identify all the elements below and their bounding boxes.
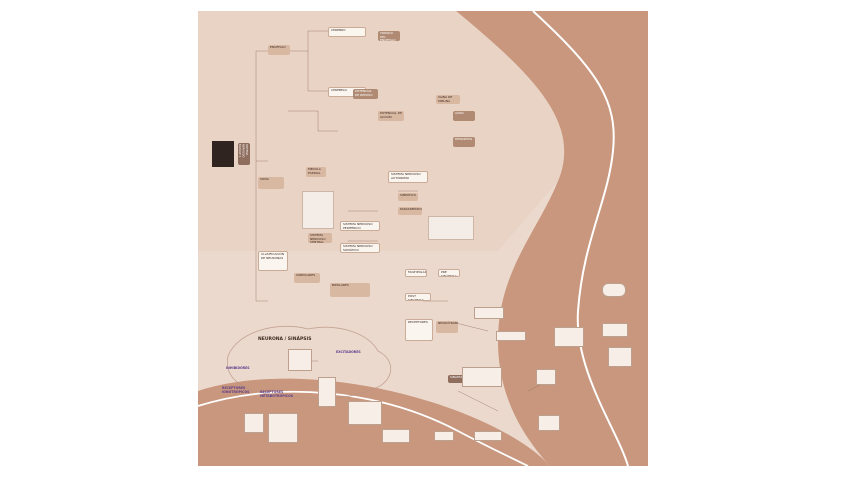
cloud-note bbox=[602, 283, 626, 297]
node-encefalo: ENCÉFALO bbox=[268, 45, 290, 55]
note-box bbox=[496, 331, 526, 341]
node-snc: SISTEMA NERVIOSO CENTRAL bbox=[308, 233, 332, 243]
purple-label bbox=[496, 281, 497, 285]
concept-map-canvas: SISTEMA NERVIOSO BLOQUE 1 ENCÉFALO CEREB… bbox=[198, 11, 648, 466]
note-box bbox=[554, 327, 584, 347]
node-tronco: TRONCO DEL ENCÉFALO bbox=[378, 31, 400, 41]
node-potencial-reposo: POTENCIAL DE REPOSO bbox=[353, 89, 378, 99]
node-mielina: VAINA DE MIELINA bbox=[436, 95, 460, 104]
body-illustration bbox=[302, 191, 334, 229]
node-simpatico: SIMPÁTICO bbox=[398, 193, 418, 201]
node-dendritas: DENDRITAS bbox=[453, 137, 475, 147]
note-box bbox=[318, 377, 336, 407]
node-multipolares: MULTIPOLARES bbox=[405, 269, 427, 277]
note-box bbox=[474, 307, 504, 319]
neuron-illustration bbox=[428, 216, 474, 240]
node-cerebro: CEREBRO bbox=[328, 27, 366, 37]
node-axon: AXÓN bbox=[453, 111, 475, 121]
node-post-sinaptica: POST SINÁPTICA bbox=[405, 293, 431, 301]
logo-icon bbox=[212, 141, 234, 167]
main-title: SISTEMA NERVIOSO BLOQUE 1 bbox=[238, 143, 250, 165]
node-snp: SISTEMA NERVIOSO PERIFÉRICO bbox=[340, 221, 380, 231]
section-neurona-title: NEURONA / SINÁPSIS bbox=[258, 337, 311, 342]
node-parasimpatico: PARASIMPÁTICO bbox=[398, 207, 422, 215]
node-neurotransmisores: NEUROTRANSMISORES bbox=[436, 321, 458, 333]
label-inhibidores: INHIBIDORES bbox=[226, 367, 256, 371]
note-box bbox=[474, 431, 502, 441]
label-excitadores: EXCITADORES bbox=[336, 351, 362, 355]
note-box bbox=[268, 413, 298, 443]
label-receptores-metabotropicos: RECEPTORES METABOTRÓPICOS bbox=[260, 391, 298, 398]
note-box bbox=[608, 347, 632, 367]
label-receptores-ionotropicos: RECEPTORES IONOTRÓPICOS bbox=[222, 387, 258, 394]
note-box bbox=[462, 367, 502, 387]
note-box bbox=[382, 429, 410, 443]
note-box bbox=[536, 369, 556, 385]
node-receptores: RECEPTORES bbox=[405, 319, 433, 341]
note-box bbox=[538, 415, 560, 431]
note-box bbox=[602, 323, 628, 337]
note-box bbox=[434, 431, 454, 441]
note-box bbox=[244, 413, 264, 433]
node-sns: SISTEMA NERVIOSO SOMÁTICO bbox=[340, 243, 380, 253]
node-potencial-accion: POTENCIAL DE ACCIÓN bbox=[378, 111, 404, 121]
node-unipolares: UNIPOLARES bbox=[294, 273, 320, 283]
note-box bbox=[288, 349, 312, 371]
node-clasificacion: CLASIFICACIÓN DE NEURONAS bbox=[258, 251, 288, 271]
node-pre-sinaptica: PRE SINÁPTICA bbox=[438, 269, 460, 277]
node-medula: MÉDULA ESPINAL bbox=[306, 167, 326, 177]
note-box bbox=[348, 401, 382, 425]
node-sna: SISTEMA NERVIOSO AUTÓNOMO bbox=[388, 171, 428, 183]
node-soma: SOMA bbox=[258, 177, 284, 189]
node-bipolares: BIPOLARES bbox=[330, 283, 370, 297]
